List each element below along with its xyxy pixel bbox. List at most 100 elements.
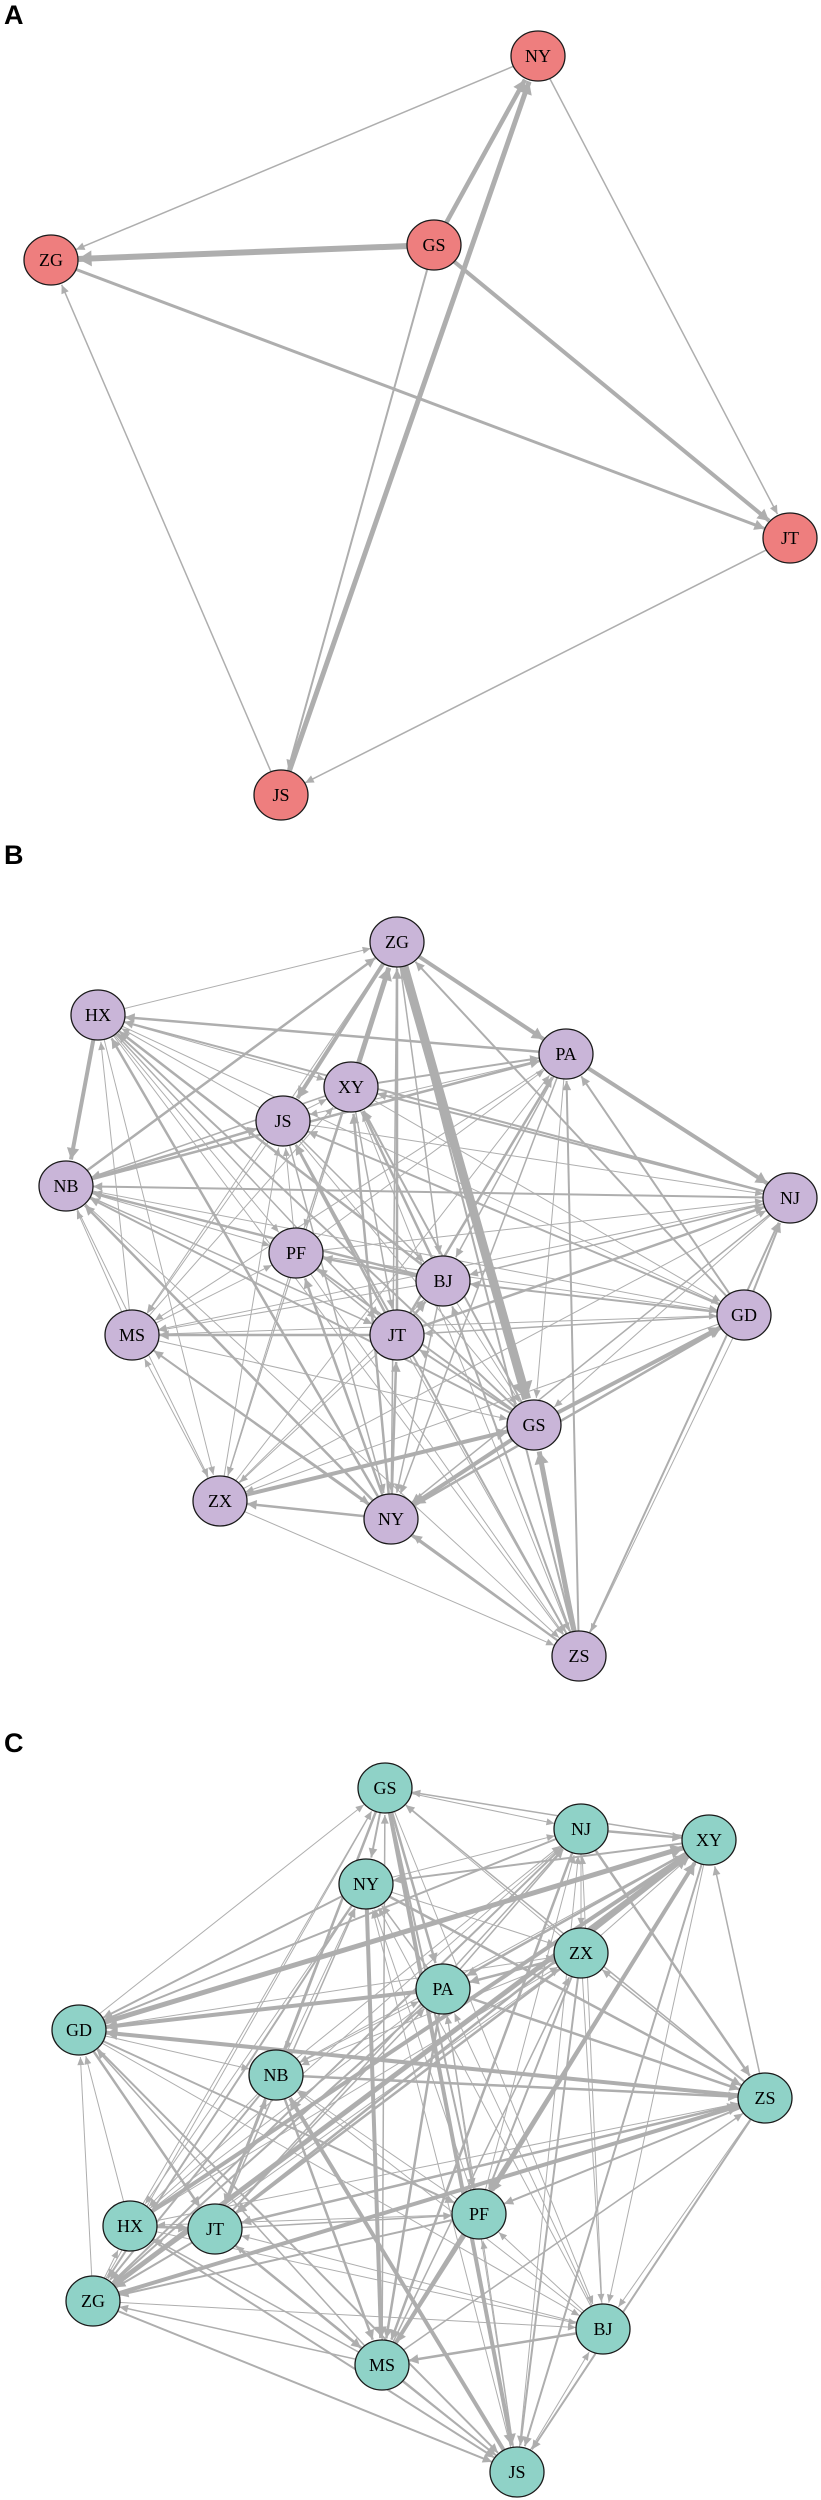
arrowhead-NY-ZG [75, 242, 86, 250]
arrowhead-ZS-BJ [451, 1306, 460, 1317]
arrowhead-GD-BJ [469, 1280, 480, 1290]
edge-NB-JT [65, 1185, 373, 1325]
arrowhead-GD-ZS [590, 1622, 598, 1632]
edge-GS-JS [287, 244, 435, 770]
node-label-a-ZG: ZG [39, 250, 63, 270]
arrowhead-GD-JT [423, 1329, 433, 1337]
edge-NB-JS [65, 1127, 258, 1188]
node-label-c-GD: GD [66, 2020, 92, 2040]
edge-GD-NB [78, 2029, 250, 2070]
node-b-ZX [192, 1475, 248, 1527]
arrowhead-MS-GD [97, 2050, 106, 2060]
edge-ZS-GD [105, 2030, 766, 2100]
edge-NY-ZS [365, 1882, 742, 2087]
arrowhead-XY-NY [392, 1875, 403, 1884]
node-c-GS [357, 1762, 413, 1814]
arrowhead-HX-ZG [362, 946, 371, 954]
node-label-a-GS: GS [422, 235, 445, 255]
node-label-a-JT: JT [781, 528, 799, 548]
arrowhead-ZS-ZG [401, 968, 411, 979]
arrowhead-ZG-BJ [567, 2323, 577, 2331]
edge-BJ-NB [297, 2091, 604, 2330]
edge-ZS-ZG [402, 967, 580, 1657]
edge-GS-BJ [384, 1787, 594, 2305]
arrowhead-NB-HX [148, 2198, 157, 2207]
edge-ZX-PF [487, 1952, 582, 2190]
arrowhead-HX-NB [66, 1147, 80, 1160]
edge-NY-HX [144, 1883, 367, 2205]
edge-HX-GD [85, 2056, 131, 2227]
arrowhead-NB-ZG [364, 958, 376, 968]
edge-PA-HX [124, 1015, 567, 1056]
arrowhead-NB-ZG [109, 2270, 120, 2281]
edge-ZX-BJ [580, 1952, 602, 2303]
arrowhead-ZX-NJ [757, 1210, 767, 1218]
edge-MS-ZX [381, 1976, 570, 2366]
arrowhead-BJ-JT [241, 2234, 250, 2242]
edge-XY-NB [91, 1086, 352, 1178]
arrowhead-BJ-PA [454, 2013, 462, 2023]
edge-NJ-GD [103, 1828, 582, 2021]
edge-HX-ZG [97, 947, 371, 1016]
edge-GS-NJ [384, 1787, 555, 1824]
node-c-PA [415, 1963, 471, 2015]
node-b-JS [255, 1095, 311, 1147]
arrowhead-GS-HX [117, 1033, 128, 1044]
edge-XY-PA [350, 1057, 540, 1088]
arrowhead-JT-PF [443, 2212, 453, 2220]
panel-label-a: A [4, 0, 24, 30]
node-c-MS [354, 2339, 410, 2391]
edge-XY-BJ [608, 1839, 710, 2303]
arrowhead-NJ-HX [124, 1020, 135, 1029]
edge-NB-MS [274, 2074, 374, 2341]
edge-JS-ZG [60, 284, 282, 796]
arrowhead-JS-NB [290, 2098, 302, 2112]
edge-ZS-PF [503, 2097, 766, 2205]
edge-NB-GD [65, 1185, 718, 1311]
arrowhead-GS-JT [756, 508, 770, 521]
arrowhead-ZX-NB [301, 2058, 310, 2066]
node-label-b-PA: PA [555, 1044, 576, 1064]
edge-PF-NJ [295, 1200, 764, 1254]
edge-XY-NB [299, 1839, 710, 2063]
arrowhead-JS-HX [121, 1028, 131, 1036]
arrowhead-NY-NB [84, 1205, 96, 1216]
edge-GS-JT [432, 243, 771, 523]
node-label-b-GD: GD [731, 1305, 757, 1325]
arrowhead-MS-ZS [733, 2113, 743, 2122]
arrowhead-NJ-XY [671, 1832, 683, 1842]
arrowhead-XY-GS [411, 1789, 421, 1798]
edge-MS-GD [96, 2049, 383, 2366]
edge-GS-ZG [77, 242, 435, 262]
edge-XY-PA [465, 1838, 710, 1977]
edge-NY-JT [537, 55, 779, 515]
arrowhead-JT-MS [350, 2338, 362, 2348]
arrowhead-NB-PA [529, 1058, 540, 1069]
arrowhead-GS-PF [317, 1268, 328, 1278]
node-label-b-JS: JS [274, 1111, 291, 1131]
edge-ZS-NY [412, 1534, 580, 1657]
arrowhead-NB-ZS [550, 1629, 560, 1638]
edge-BJ-MS [408, 2327, 604, 2362]
arrowhead-HX-JT [369, 1306, 379, 1316]
edge-PF-ZS [295, 1252, 564, 1635]
arrowhead-NY-HX [111, 1038, 121, 1050]
arrowhead-NY-XY [349, 1113, 360, 1125]
node-label-c-NJ: NJ [571, 1819, 591, 1839]
arrowhead-ZS-NY [412, 1534, 423, 1544]
arrowhead-NY-ZX [546, 1938, 556, 1946]
arrowhead-ZS-ZX [602, 1969, 612, 1979]
node-label-a-JS: JS [272, 785, 289, 805]
arrowhead-JS-XY [318, 1099, 327, 1106]
arrowhead-PA-JS [309, 1109, 318, 1117]
arrowhead-MS-ZG [119, 2304, 129, 2313]
arrowhead-NY-PF [303, 1278, 313, 1290]
edge-XY-JT [350, 1086, 393, 1309]
arrowhead-ZS-JT [241, 2215, 252, 2226]
arrowhead-ZS-GS [534, 1451, 549, 1466]
arrowhead-GD-NB [241, 2063, 250, 2071]
edge-ZX-MS [144, 1358, 221, 1502]
edge-NY-PF [303, 1278, 393, 1520]
panel-c-edges [77, 1787, 766, 2474]
